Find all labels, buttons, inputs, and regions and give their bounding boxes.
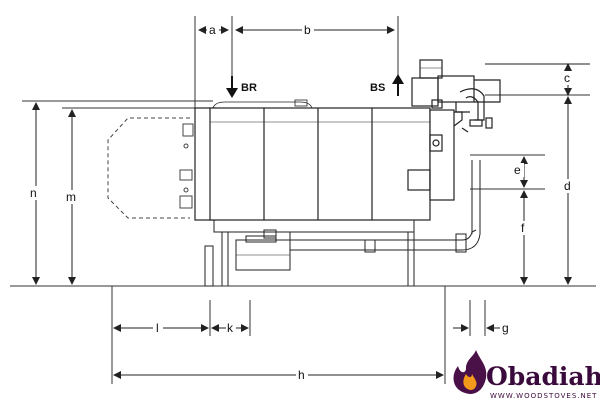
blower-fan — [411, 59, 501, 121]
supply-port-label: BS — [370, 82, 385, 94]
dim-label-g: g — [502, 321, 509, 335]
supply-arrow — [392, 74, 404, 96]
dim-label-n: n — [30, 186, 37, 200]
dim-label-h: h — [298, 368, 305, 382]
return-arrow — [226, 76, 238, 98]
dim-label-d: d — [564, 179, 571, 193]
port-arrows — [226, 74, 404, 98]
dim-label-e: e — [514, 163, 521, 177]
flue-connector — [407, 109, 493, 201]
boiler-body — [194, 99, 431, 221]
dim-label-k: k — [227, 321, 234, 335]
flame-icon — [453, 350, 487, 394]
dim-label-m: m — [66, 190, 76, 204]
dim-label-l: l — [156, 321, 159, 335]
dimension-labels: a b c d e f g h l k m n — [29, 23, 574, 382]
circulation-pump — [235, 229, 291, 271]
dim-label-b: b — [304, 23, 311, 37]
reference-lines — [10, 16, 596, 384]
dim-label-a: a — [209, 23, 216, 37]
obadiahs-logo: Obadiah's WWW.WOODSTOVES.NET — [453, 350, 600, 400]
return-port-label: BR — [241, 82, 257, 94]
return-pipe — [290, 160, 481, 253]
logo-name: Obadiah's — [486, 362, 600, 391]
dim-label-f: f — [521, 221, 525, 235]
dimension-lines — [32, 26, 590, 379]
dim-label-c: c — [564, 71, 570, 85]
burner-housing — [107, 117, 194, 219]
logo-url: WWW.WOODSTOVES.NET — [490, 392, 597, 400]
